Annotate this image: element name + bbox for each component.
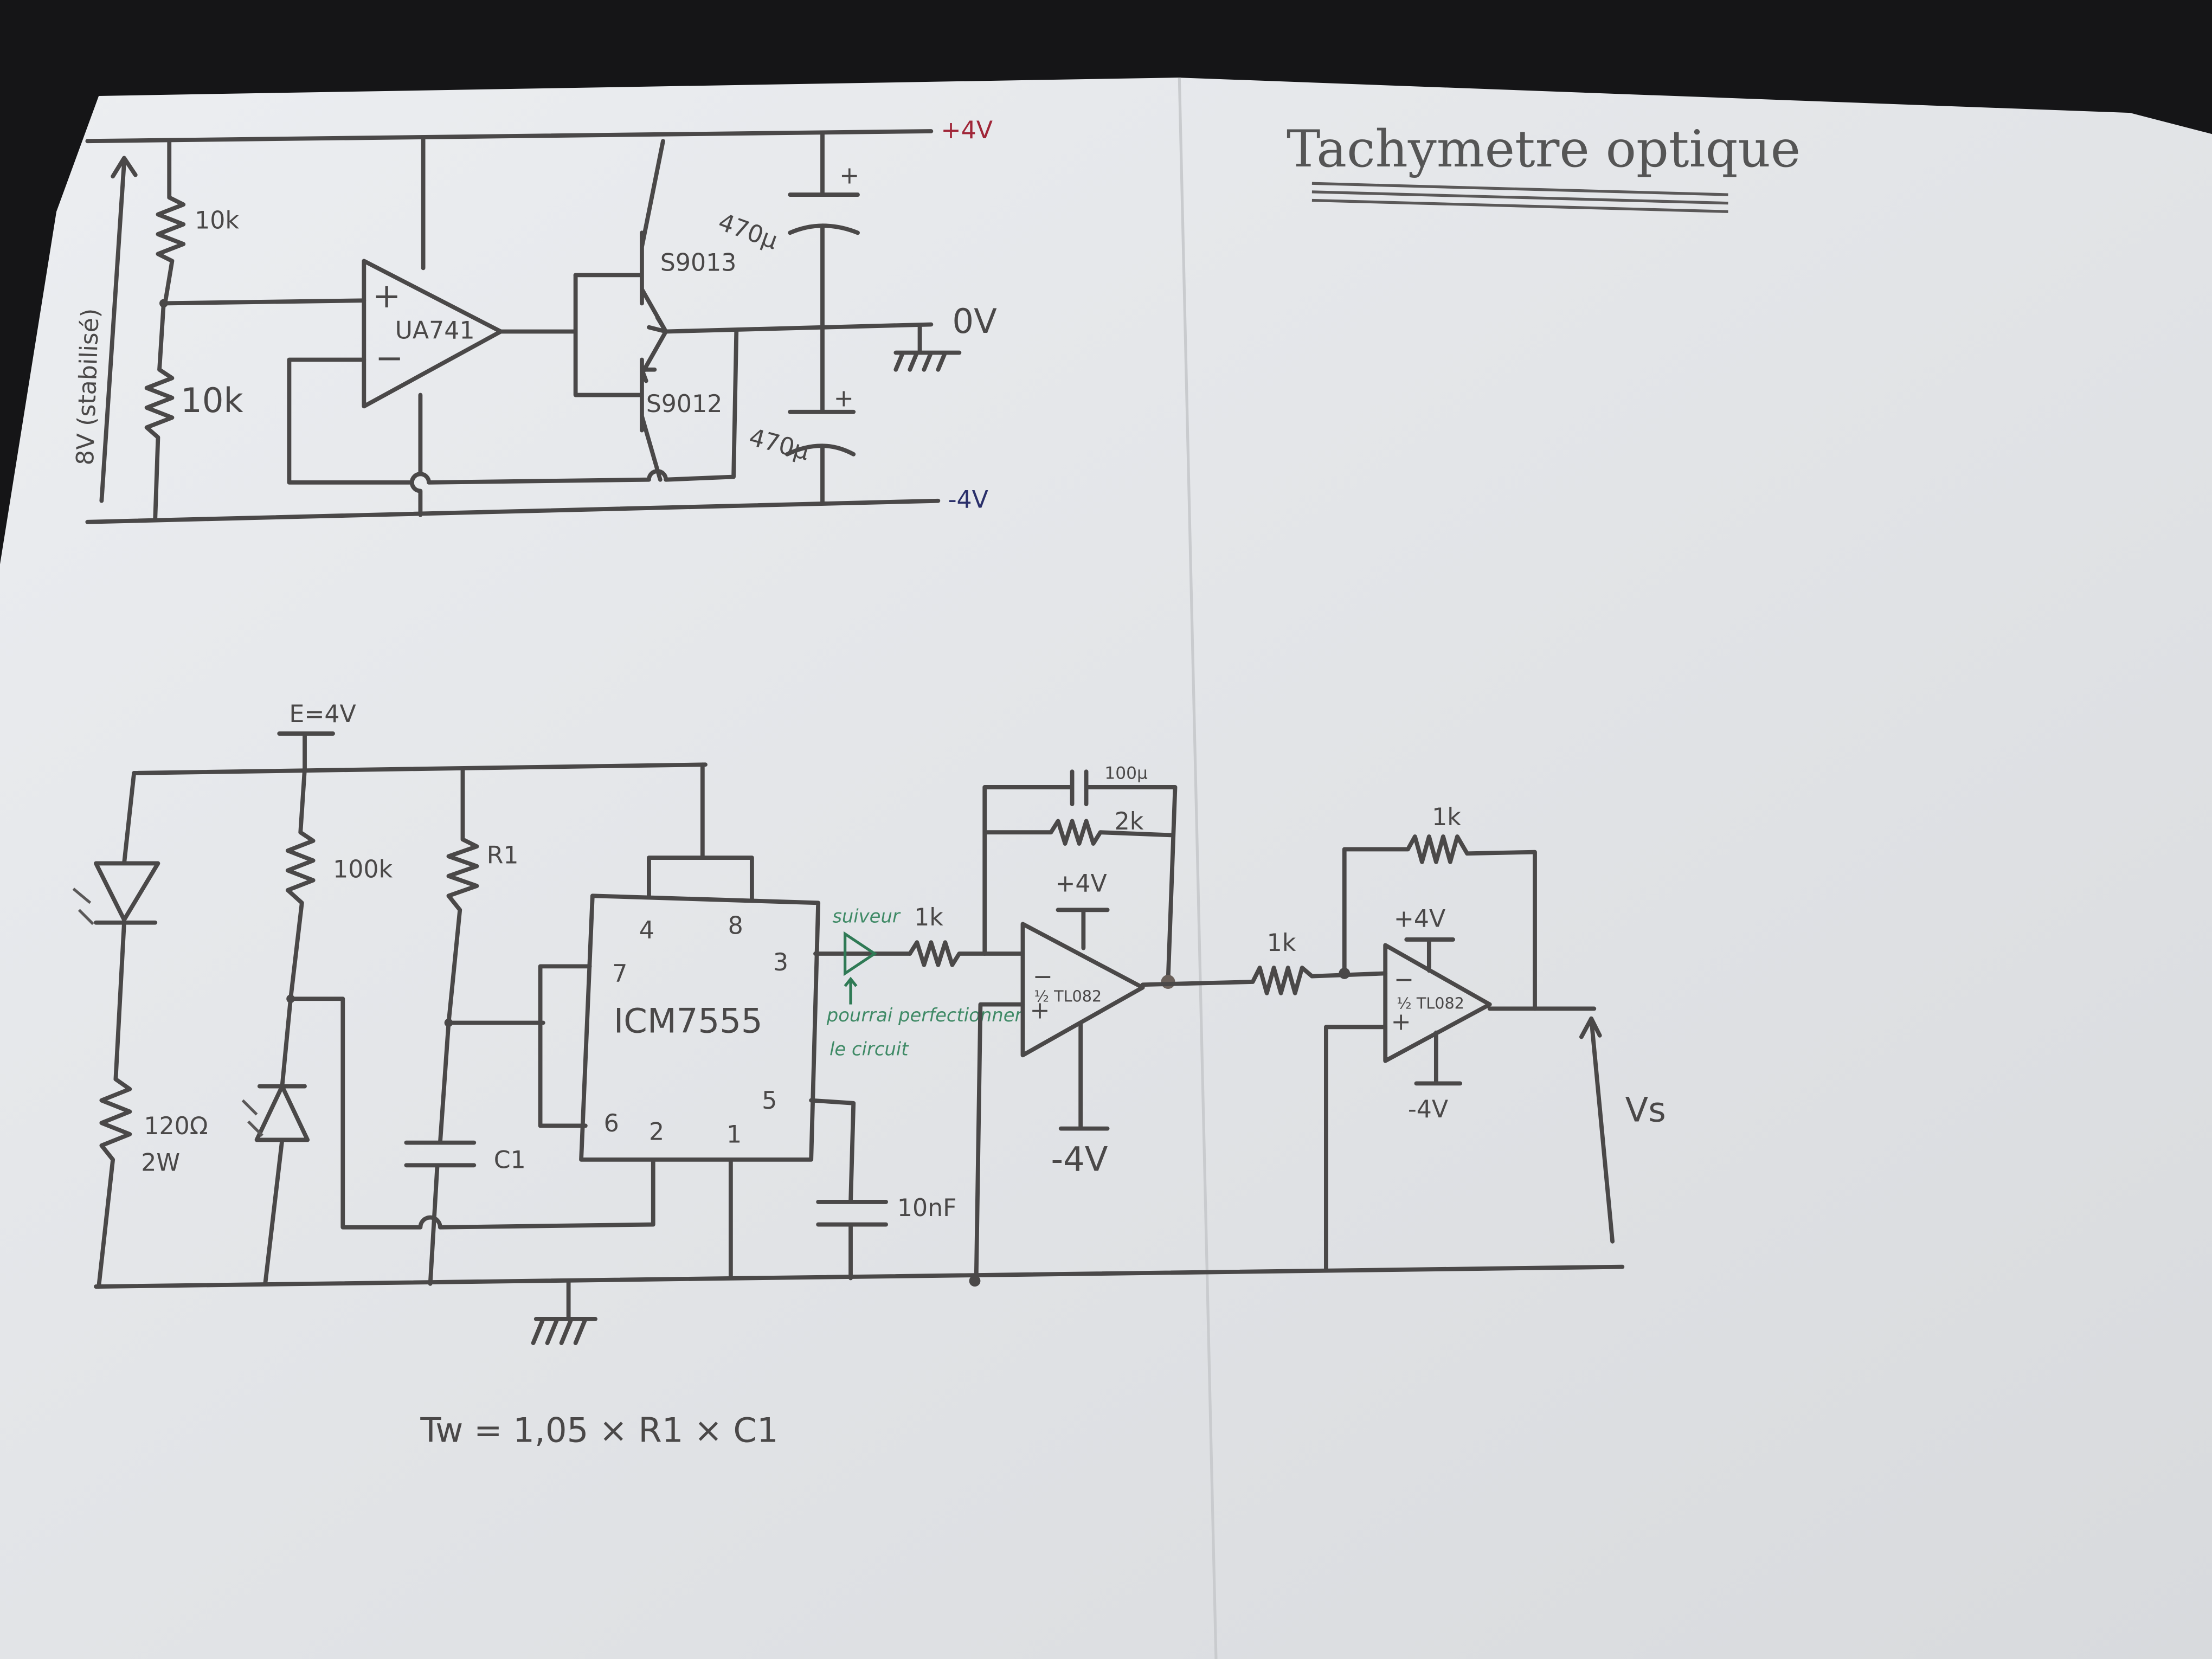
opamp-tl082-1 xyxy=(1020,922,1145,1058)
resistor-r1 xyxy=(404,767,479,1286)
led-diode-icon xyxy=(94,771,160,1289)
r-in2-label: 1k xyxy=(1267,929,1296,957)
buffer-note: suiveur xyxy=(832,906,901,927)
r1-label: R1 xyxy=(487,841,519,869)
cap-plus-sign: + xyxy=(839,162,859,189)
buffer-remark-2: le circuit xyxy=(829,1038,909,1059)
input-voltage-label: 8V (stabilisé) xyxy=(72,308,105,466)
opamp-ua741 xyxy=(362,259,503,409)
paper-sheet xyxy=(0,78,2212,1659)
pin-6: 6 xyxy=(604,1110,619,1137)
r-top-label: 10k xyxy=(195,207,239,235)
buffer-icon xyxy=(844,931,877,976)
voltage-arrow xyxy=(99,156,138,503)
supply-label: E=4V xyxy=(289,700,356,728)
resistor-100k xyxy=(254,767,316,1286)
resistor-top xyxy=(156,139,186,306)
r-fb2-label: 1k xyxy=(1432,803,1461,831)
supply-circuit: +4V -4V 8V (stabilisé) 10k 10k + − UA741… xyxy=(72,117,997,524)
transistor-npn xyxy=(573,139,668,334)
pin-5: 5 xyxy=(762,1087,777,1115)
vpos-2: +4V xyxy=(1394,905,1445,933)
resistor-bottom xyxy=(144,301,175,522)
led-resistor-label: 120Ω xyxy=(144,1113,208,1140)
r-fb1-label: 2k xyxy=(1115,808,1144,835)
timer-label: ICM7555 xyxy=(614,1001,763,1041)
opamp1-label: ½ TL082 xyxy=(1034,987,1102,1005)
r-in1-label: 1k xyxy=(914,904,943,931)
plus-sign: + xyxy=(1030,997,1050,1025)
buffer-remark-1: pourrai perfectionner xyxy=(826,1005,1024,1026)
paper-fold xyxy=(1178,78,1218,1659)
rail-zero-label: 0V xyxy=(952,301,997,341)
opamp-label: UA741 xyxy=(395,317,475,344)
minus-sign: − xyxy=(1394,966,1414,993)
vneg-1: -4V xyxy=(1051,1140,1108,1179)
ground-icon xyxy=(893,325,962,372)
c1-label: C1 xyxy=(494,1146,526,1174)
output-label: Vs xyxy=(1625,1090,1666,1130)
minus-sign: − xyxy=(375,338,403,378)
r-pullup-label: 100k xyxy=(333,856,393,883)
opamp2-label: ½ TL082 xyxy=(1397,994,1464,1012)
resistor-rin1 xyxy=(908,940,1025,967)
vpos-1: +4V xyxy=(1055,870,1107,897)
plus-sign: + xyxy=(372,276,401,316)
r-bottom-label: 10k xyxy=(181,381,243,420)
pin-8: 8 xyxy=(728,912,743,940)
output-arrow xyxy=(1579,1016,1615,1244)
cap-plus-sign: + xyxy=(834,384,854,412)
icm7555-chip xyxy=(579,893,821,1162)
cap-ctrl-label: 10nF xyxy=(897,1194,957,1222)
rail-pos-label: +4V xyxy=(941,117,993,144)
title-block: Tachymetre optique xyxy=(1287,120,1801,213)
plus-sign: + xyxy=(1391,1008,1411,1036)
formula: Tw = 1,05 × R1 × C1 xyxy=(420,1410,778,1450)
pin-3: 3 xyxy=(773,949,788,976)
pin-7: 7 xyxy=(612,960,627,988)
pnp-label: S9012 xyxy=(646,390,723,418)
vneg-2: -4V xyxy=(1408,1096,1448,1123)
capacitor-top xyxy=(785,132,860,505)
main-circuit: E=4V 120Ω 2W 100k R1 C1 ICM7555 4 8 7 3 … xyxy=(72,700,1666,1346)
npn-label: S9013 xyxy=(660,249,737,277)
resistor-rfb2 xyxy=(1342,834,1537,1011)
pin-2: 2 xyxy=(649,1118,664,1146)
ground-icon xyxy=(531,1278,597,1346)
led-resistor-power: 2W xyxy=(141,1149,180,1177)
c-fb1-label: 100µ xyxy=(1104,763,1148,783)
pin-1: 1 xyxy=(726,1121,742,1149)
pin-4: 4 xyxy=(639,916,654,944)
transistor-pnp xyxy=(573,273,668,482)
minus-sign: − xyxy=(1033,963,1053,991)
title: Tachymetre optique xyxy=(1287,120,1801,179)
rail-neg-label: -4V xyxy=(948,486,988,514)
